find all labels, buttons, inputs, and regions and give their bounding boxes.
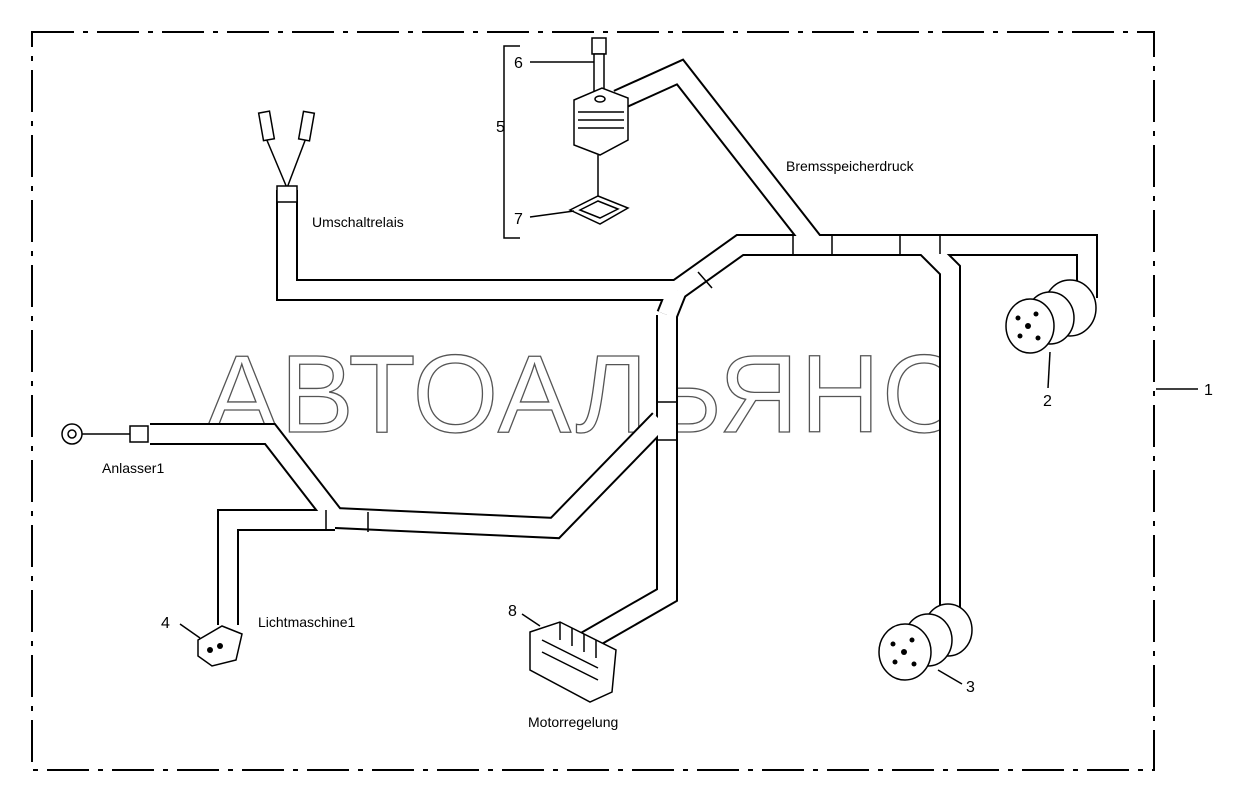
connector-8-motorregelung (529, 621, 617, 703)
callout-4: 4 (161, 615, 170, 632)
callout-3: 3 (966, 679, 975, 696)
callout-7: 7 (514, 211, 523, 228)
umschaltrelais-terminals (257, 110, 316, 203)
label-lichtmaschine: Lichtmaschine1 (258, 614, 355, 630)
label-bremsspeicherdruck: Bremsspeicherdruck (786, 158, 915, 174)
callout-6: 6 (514, 55, 523, 72)
label-motorregelung: Motorregelung (528, 714, 618, 730)
bracket-5 (503, 45, 520, 239)
round-connector-3 (878, 603, 973, 681)
connector-4 (197, 625, 243, 667)
callout-5: 5 (496, 119, 505, 136)
label-umschaltrelais: Umschaltrelais (312, 214, 404, 230)
harness-wires (150, 58, 1098, 655)
round-connector-2 (1005, 279, 1097, 354)
anlasser-ring-terminal (61, 423, 149, 445)
label-anlasser: Anlasser1 (102, 460, 164, 476)
assembly-boundary (31, 31, 1155, 771)
watermark: АВТОАЛЬЯНС (205, 333, 963, 456)
leader-lines (179, 61, 1198, 685)
callout-8: 8 (508, 603, 517, 620)
callout-2: 2 (1043, 393, 1052, 410)
brake-pressure-sensor (568, 37, 630, 225)
callout-1: 1 (1204, 382, 1213, 399)
